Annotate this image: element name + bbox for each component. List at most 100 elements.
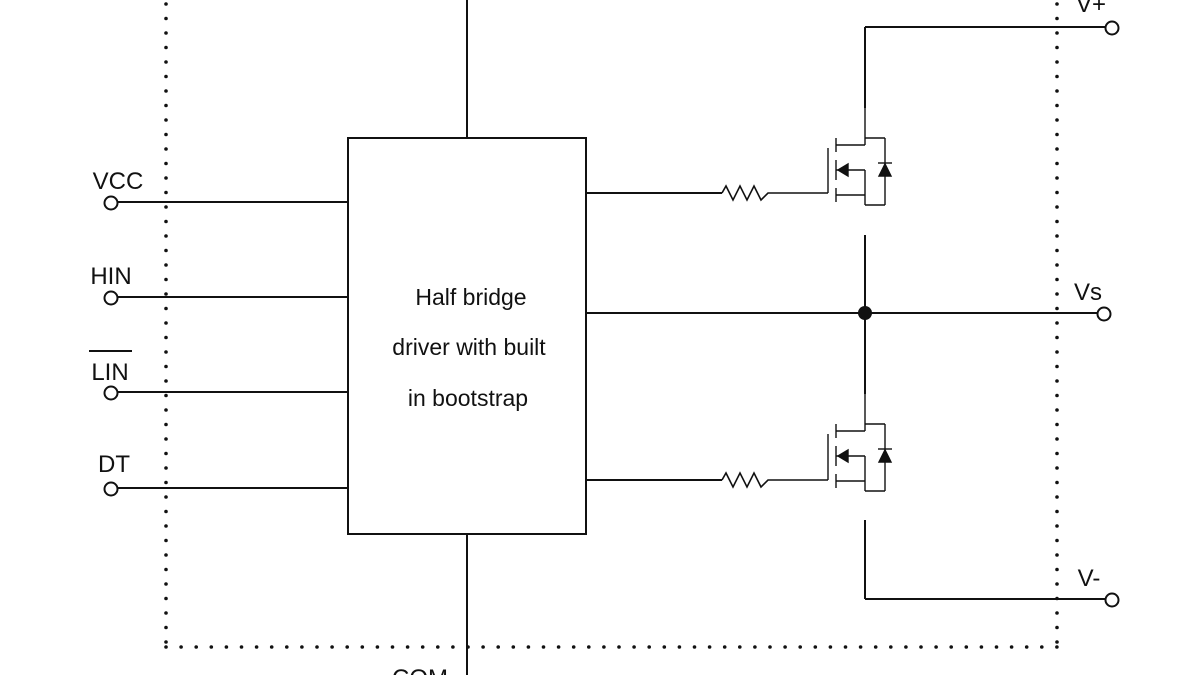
v-minus-terminal[interactable] bbox=[1104, 592, 1120, 608]
boundary-dot bbox=[1055, 292, 1059, 296]
output-pin-v-plus: V+ bbox=[865, 0, 1120, 36]
output-pin-vs: Vs bbox=[1074, 279, 1112, 322]
boundary-dot bbox=[164, 451, 168, 456]
boundary-dot bbox=[707, 645, 712, 649]
boundary-dot bbox=[315, 645, 319, 649]
low-side-mosfet bbox=[827, 394, 893, 492]
boundary-dot bbox=[164, 567, 168, 572]
high-gate-resistor bbox=[721, 184, 828, 202]
boundary-right-edge bbox=[1055, 2, 1059, 644]
boundary-dot bbox=[1055, 147, 1059, 151]
boundary-dot bbox=[1055, 321, 1059, 325]
boundary-dot bbox=[164, 132, 168, 137]
boundary-dot bbox=[164, 248, 168, 253]
boundary-dot bbox=[1055, 132, 1059, 137]
boundary-dot bbox=[496, 645, 501, 649]
boundary-dot bbox=[164, 147, 168, 151]
boundary-dot bbox=[1055, 640, 1059, 644]
hin-label: HIN bbox=[90, 263, 131, 290]
boundary-dot bbox=[164, 31, 168, 35]
boundary-dot bbox=[164, 16, 168, 21]
boundary-dot bbox=[164, 524, 168, 528]
boundary-dot bbox=[813, 645, 818, 649]
driver-block: Half bridge driver with built in bootstr… bbox=[347, 137, 587, 535]
boundary-dot bbox=[571, 645, 576, 649]
boundary-dot bbox=[1055, 364, 1059, 369]
boundary-dot bbox=[164, 306, 168, 311]
boundary-dot bbox=[164, 292, 168, 296]
boundary-bottom-edge bbox=[164, 645, 1059, 649]
boundary-dot bbox=[164, 263, 168, 267]
boundary-dot bbox=[164, 335, 168, 340]
boundary-dot bbox=[164, 2, 168, 6]
boundary-dot bbox=[164, 596, 168, 601]
vcc-label: VCC bbox=[93, 168, 144, 195]
boundary-dot bbox=[164, 60, 168, 64]
boundary-dot bbox=[164, 118, 168, 122]
boundary-dot bbox=[239, 645, 244, 649]
boundary-dot bbox=[1055, 263, 1059, 267]
boundary-dot bbox=[1055, 31, 1059, 35]
boundary-dot bbox=[964, 645, 969, 649]
v-plus-terminal[interactable] bbox=[1104, 20, 1120, 36]
boundary-dot bbox=[1055, 335, 1059, 340]
boundary-dot bbox=[390, 645, 395, 649]
boundary-dot bbox=[1055, 2, 1059, 6]
boundary-dot bbox=[269, 645, 274, 649]
boundary-dot bbox=[164, 480, 168, 485]
boundary-dot bbox=[436, 645, 440, 649]
boundary-dot bbox=[1055, 219, 1059, 224]
boundary-dot bbox=[164, 379, 168, 383]
boundary-dot bbox=[360, 645, 365, 649]
boundary-dot bbox=[481, 645, 485, 649]
lin-terminal[interactable] bbox=[103, 385, 119, 401]
dt-terminal[interactable] bbox=[103, 481, 119, 497]
boundary-dot bbox=[1055, 451, 1059, 456]
boundary-dot bbox=[1040, 645, 1044, 649]
boundary-dot bbox=[164, 393, 168, 398]
dt-label: DT bbox=[98, 451, 130, 478]
boundary-dot bbox=[405, 645, 410, 649]
boundary-dot bbox=[164, 161, 168, 166]
boundary-dot bbox=[164, 625, 168, 630]
boundary-dot bbox=[164, 219, 168, 224]
boundary-dot bbox=[753, 645, 757, 649]
low-gate-resistor bbox=[721, 471, 828, 489]
vs-label: Vs bbox=[1074, 279, 1102, 306]
boundary-dot bbox=[209, 645, 214, 649]
boundary-dot bbox=[1055, 176, 1059, 180]
input-pin-hin: HIN bbox=[90, 263, 348, 306]
boundary-dot bbox=[1055, 89, 1059, 93]
boundary-dot bbox=[1055, 480, 1059, 485]
boundary-dot bbox=[164, 408, 168, 412]
boundary-dot bbox=[330, 645, 334, 649]
boundary-dot bbox=[602, 645, 606, 649]
boundary-dot bbox=[164, 422, 168, 427]
input-pin-vcc: VCC bbox=[93, 168, 348, 211]
boundary-dot bbox=[1055, 234, 1059, 238]
module-boundary bbox=[164, 2, 1059, 649]
boundary-dot bbox=[1055, 350, 1059, 354]
boundary-dot bbox=[617, 645, 621, 649]
boundary-dot bbox=[164, 234, 168, 238]
boundary-dot bbox=[164, 538, 168, 543]
boundary-dot bbox=[873, 645, 878, 649]
boundary-dot bbox=[164, 321, 168, 325]
vs-terminal[interactable] bbox=[1096, 306, 1112, 322]
boundary-dot bbox=[1055, 248, 1059, 253]
boundary-dot bbox=[1055, 74, 1059, 79]
boundary-dot bbox=[692, 645, 697, 649]
boundary-dot bbox=[164, 205, 168, 209]
v-minus-label: V- bbox=[1078, 565, 1101, 592]
boundary-dot bbox=[934, 645, 938, 649]
boundary-dot bbox=[1055, 538, 1059, 543]
boundary-dot bbox=[828, 645, 833, 649]
boundary-dot bbox=[526, 645, 531, 649]
vcc-terminal[interactable] bbox=[103, 195, 119, 211]
boundary-dot bbox=[1055, 645, 1059, 649]
boundary-dot bbox=[300, 645, 304, 649]
hin-terminal[interactable] bbox=[103, 290, 119, 306]
boundary-dot bbox=[919, 645, 923, 649]
boundary-dot bbox=[1055, 625, 1059, 630]
